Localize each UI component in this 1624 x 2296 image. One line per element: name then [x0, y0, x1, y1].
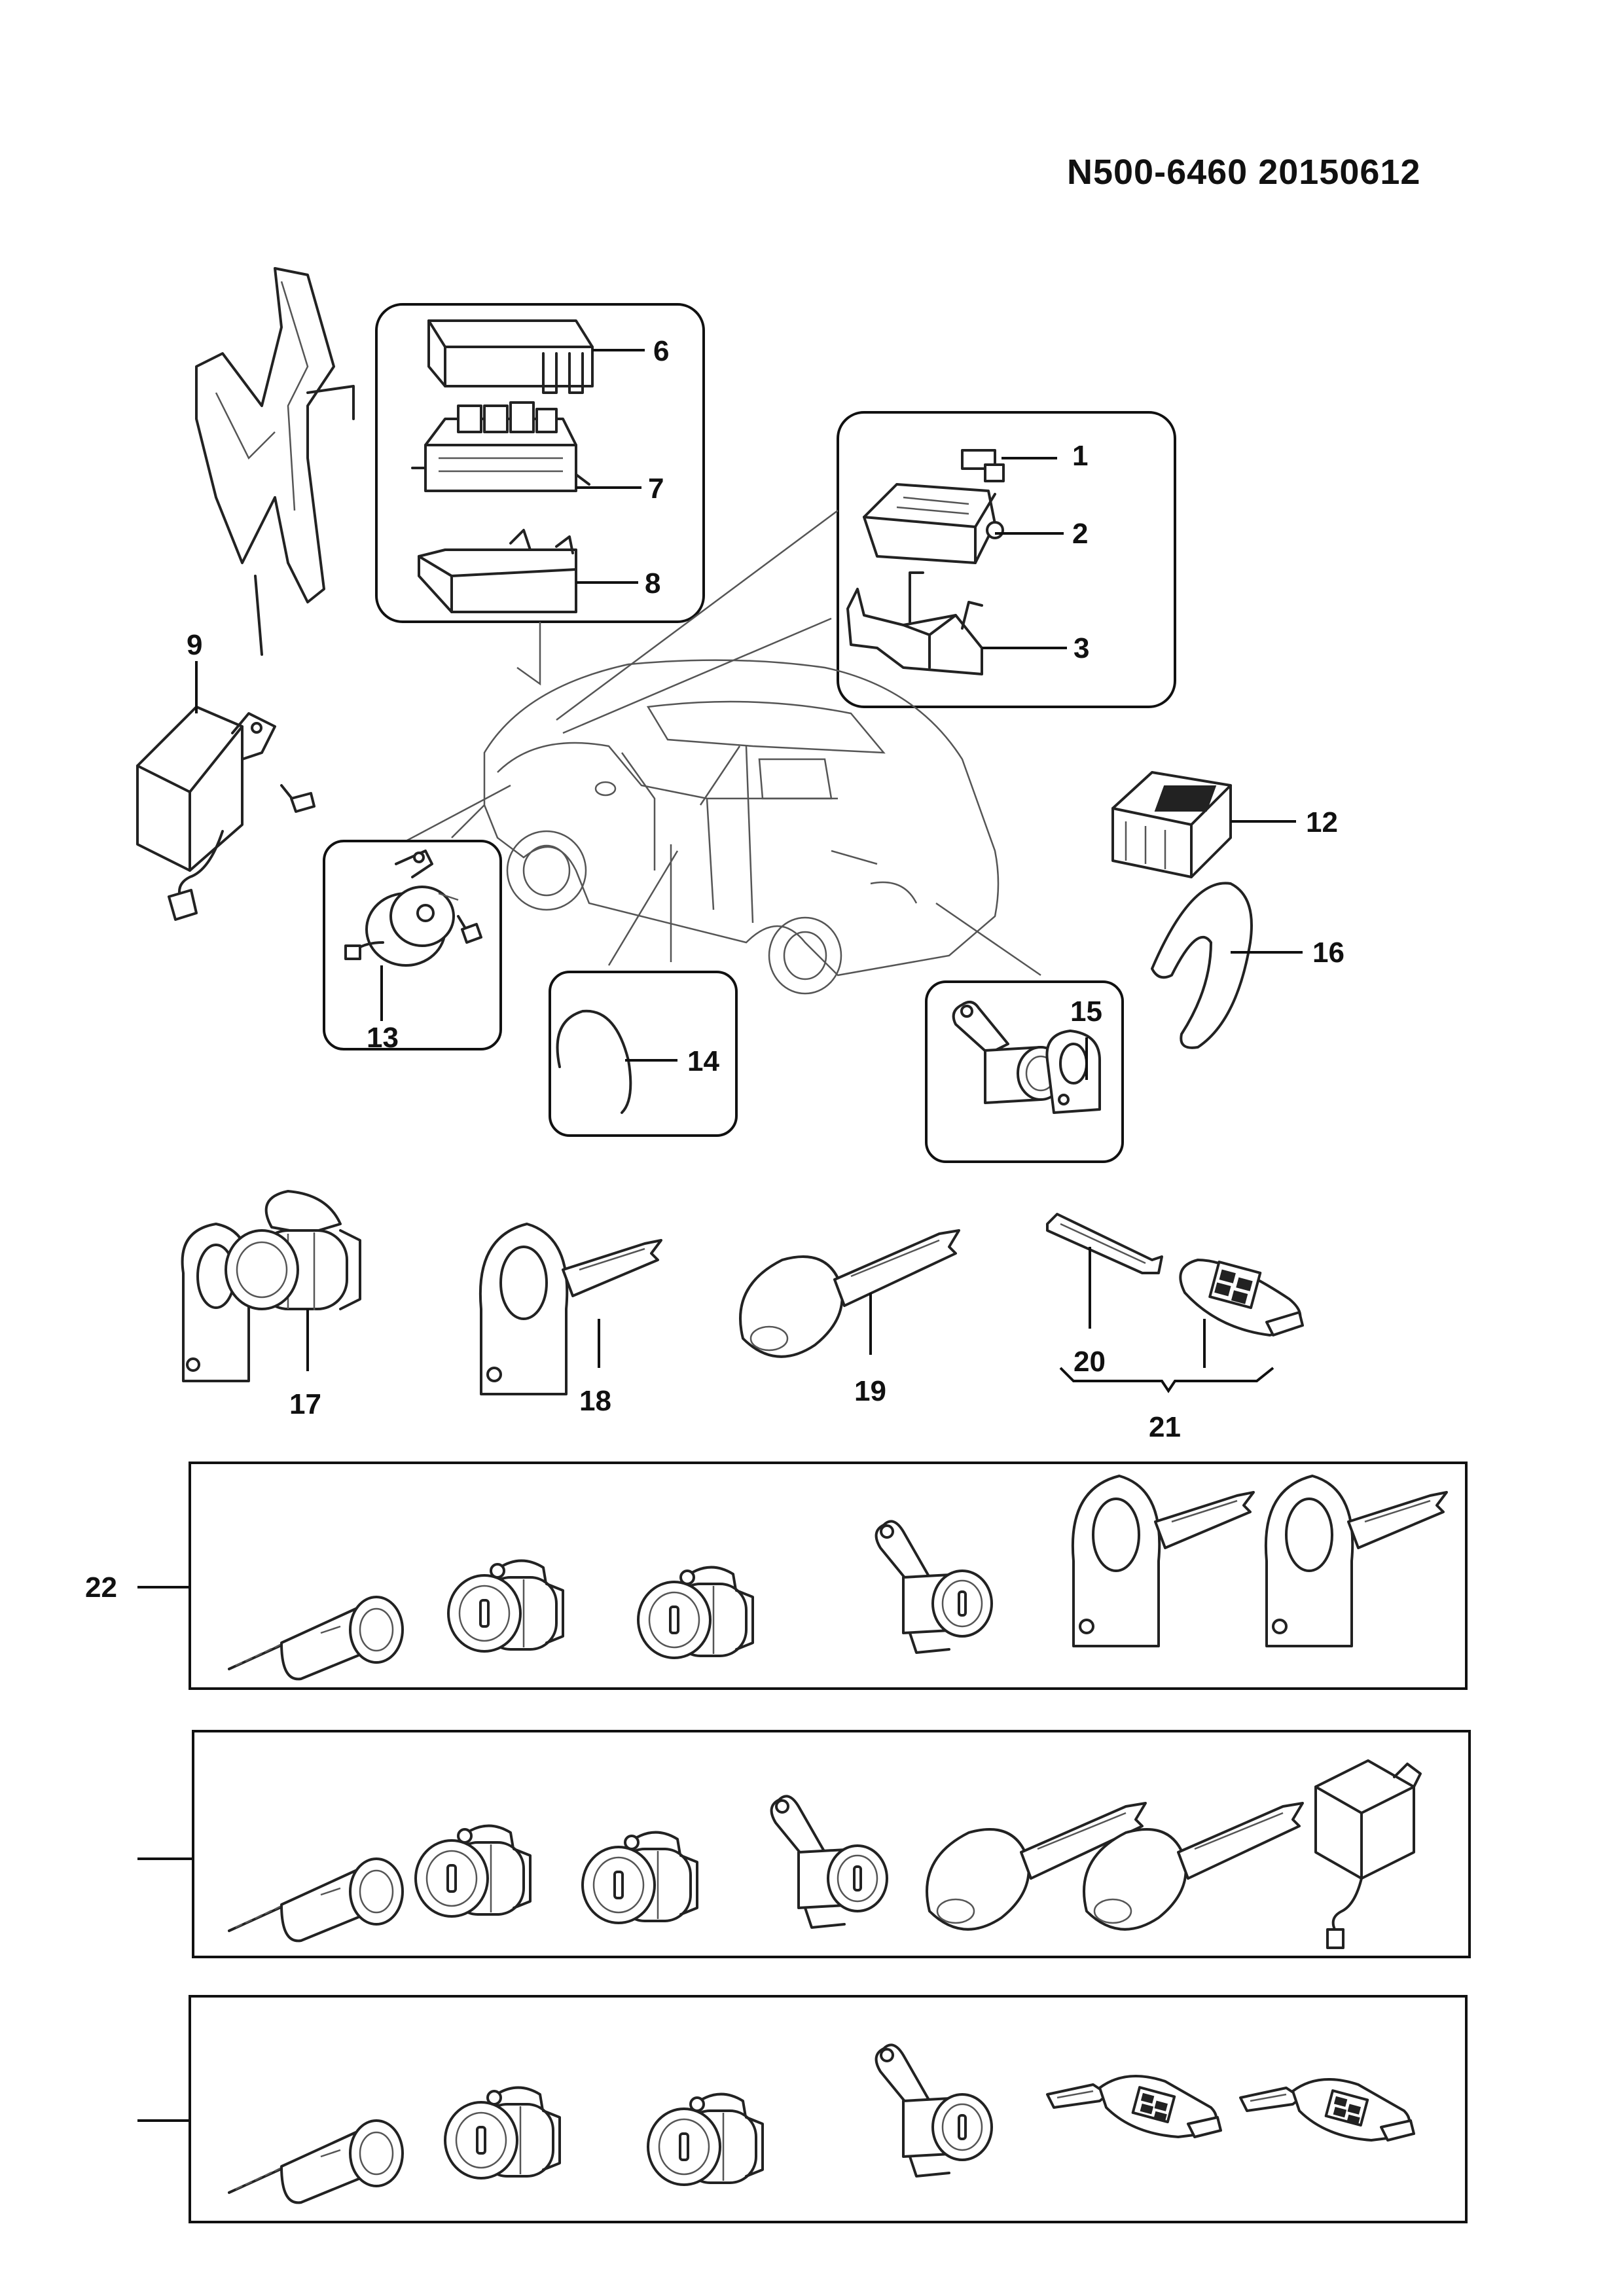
part-1-label: [961, 449, 1005, 482]
part-7-fuse-block: [411, 401, 590, 492]
drawing-number: N500-6460 20150612: [1067, 152, 1421, 192]
part-3-bracket: [846, 571, 983, 675]
wire-group-box: [549, 971, 738, 1137]
callout-2: 2: [1072, 518, 1088, 550]
part-6-fuse-box-cover: [427, 319, 594, 394]
kit-21-immobilizer-module: [1314, 1759, 1422, 1949]
kit-22-box: [189, 1995, 1468, 2223]
kit-22-remote-key-1: [1046, 2075, 1222, 2138]
part-16-key: [478, 1223, 662, 1395]
horn-group-box: [323, 840, 502, 1050]
car-illustration: [483, 659, 1000, 995]
callout-17: 19: [854, 1375, 886, 1407]
callout-10: 12: [1306, 806, 1338, 838]
callout-7: 7: [648, 473, 664, 505]
kit-21-door-cylinder-1: [414, 1824, 532, 1918]
kit-20-key-1: [1071, 1475, 1255, 1647]
callout-3: 3: [1074, 632, 1089, 664]
kit-20-box: [189, 1462, 1468, 1690]
callout-8: 8: [645, 567, 660, 600]
part-8-fuse-box-base: [418, 529, 577, 613]
part-2-body-control-module: [863, 483, 1004, 564]
trunk-lock-group-box: [925, 980, 1124, 1163]
part-10-module: [1111, 771, 1232, 878]
kit-21-door-cylinder-2: [581, 1831, 698, 1924]
kit-20-key-2: [1264, 1475, 1448, 1647]
bracket-19: [1059, 1367, 1274, 1393]
callout-14: 16: [1312, 937, 1344, 969]
callout-20: 22: [85, 1571, 117, 1604]
kit-22-trunk-cylinder: [875, 2043, 993, 2178]
part-14-cover: [1151, 882, 1253, 1049]
part-18-key-blade: [1046, 1213, 1163, 1274]
leader-fuse-to-car: [516, 622, 541, 686]
kit-22-ignition-cylinder: [228, 2119, 404, 2204]
kit-20-door-cylinder-1: [447, 1559, 564, 1653]
kit-20-door-cylinder-2: [637, 1566, 754, 1659]
part-19-remote-key: [1179, 1259, 1304, 1336]
callout-19: 21: [1149, 1411, 1181, 1443]
part-17-transponder-key: [739, 1229, 960, 1358]
leader-bcm-to-car: [556, 509, 839, 734]
kit-21-box: [192, 1730, 1471, 1958]
part-11-horn: [344, 850, 482, 967]
bcm-group-box: [837, 411, 1176, 708]
kit-22-door-cylinder-1: [444, 2086, 561, 2179]
kit-20-trunk-cylinder: [875, 1520, 993, 1654]
callout-6: 6: [653, 335, 669, 367]
part-12-wire: [556, 1009, 632, 1114]
callout-16: 18: [579, 1385, 611, 1417]
callout-11: 13: [367, 1022, 399, 1054]
callout-18: 20: [1074, 1346, 1106, 1378]
bracket-part: [195, 267, 355, 656]
callout-9: 9: [187, 629, 202, 661]
kit-21-ignition-cylinder: [228, 1857, 404, 1943]
part-9-module: [136, 706, 316, 921]
leader-car-to-trunk: [935, 902, 1041, 977]
part-15-lock-with-key: [181, 1190, 361, 1382]
callout-13: 15: [1070, 996, 1102, 1028]
callout-1: 1: [1072, 440, 1088, 472]
callout-12: 14: [687, 1045, 719, 1077]
callout-15: 17: [289, 1388, 321, 1420]
kit-22-remote-key-2: [1239, 2078, 1415, 2142]
leader-car-to-horn: [405, 784, 511, 842]
kit-22-door-cylinder-2: [647, 2092, 764, 2186]
leader-car-to-wire: [607, 844, 679, 966]
kit-21-trunk-cylinder: [770, 1795, 888, 1929]
kit-20-ignition-cylinder: [228, 1596, 404, 1681]
